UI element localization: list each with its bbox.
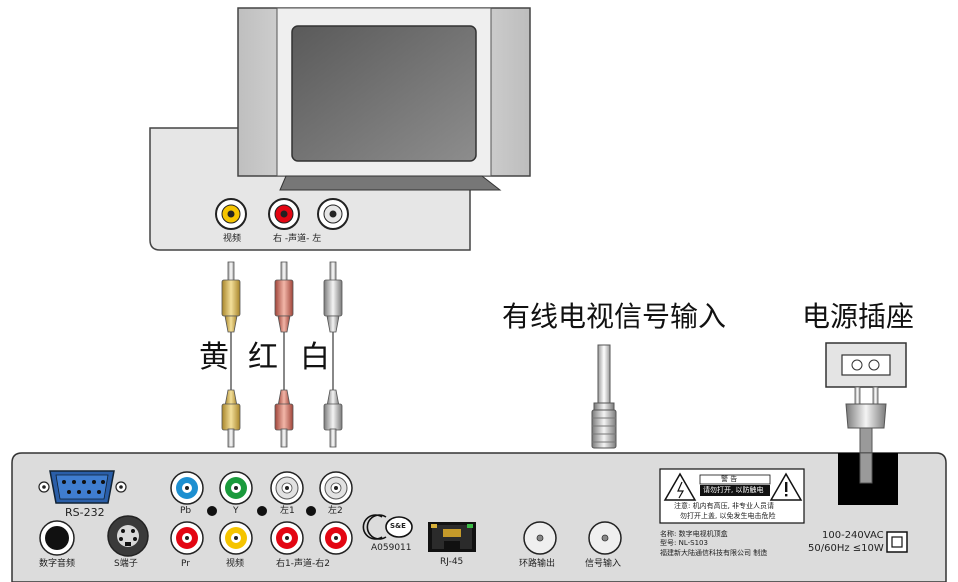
power-rating-voltage: 100-240VAC <box>822 530 884 541</box>
certification-logo-icon <box>362 514 413 540</box>
video-jack-icon <box>219 521 253 555</box>
tv-video-jack-icon <box>215 198 247 230</box>
rs232-label: RS-232 <box>65 506 105 519</box>
yellow-cable-label: 黄 <box>199 340 229 375</box>
manufacturer: 福建新大陆通信科技有限公司 制造 <box>660 549 768 557</box>
tv-set-icon <box>237 7 531 191</box>
audio-left1-jack-icon <box>270 471 304 505</box>
tv-audio-left-jack-icon <box>317 198 349 230</box>
cert-logo-text: S&E <box>390 522 406 530</box>
coax-cable-icon <box>591 344 617 449</box>
right-audio-label: 右1-声道-右2 <box>276 559 330 569</box>
red-rca-cable <box>274 261 294 448</box>
rj45-label: RJ-45 <box>440 557 464 567</box>
red-cable-label: 红 <box>248 340 278 375</box>
left1-label: 左1 <box>280 506 295 516</box>
digital-audio-label: 数字音频 <box>39 559 76 569</box>
product-name: 名称: 数字电视机顶盒 <box>660 530 728 538</box>
signal-in-label: 信号输入 <box>585 559 622 569</box>
warning-title: 警 告 <box>721 475 738 483</box>
product-model: 型号: NL-S103 <box>660 539 708 547</box>
tv-video-label: 视频 <box>223 234 242 244</box>
s-video-port-icon <box>107 515 149 557</box>
rj45-port-icon <box>428 522 476 552</box>
set-top-box-panel <box>11 452 947 582</box>
tv-audio-right-jack-icon <box>268 198 300 230</box>
warning-note-1: 注意: 机内有高压, 非专业人员请 <box>674 502 775 510</box>
loop-out-port-icon <box>523 521 557 555</box>
cable-tv-input-heading: 有线电视信号输入 <box>502 300 727 333</box>
signal-in-port-icon <box>588 521 622 555</box>
s-video-label: S端子 <box>114 559 138 569</box>
panel-dot-icons <box>207 506 316 516</box>
warning-label <box>659 468 805 524</box>
audio-right2-jack-icon <box>319 521 353 555</box>
y-jack-icon <box>219 471 253 505</box>
warning-inner: 请勿打开, 以防触电 <box>703 486 764 494</box>
left2-label: 左2 <box>328 506 343 516</box>
white-cable-label: 白 <box>300 340 330 375</box>
audio-right1-jack-icon <box>270 521 304 555</box>
pb-jack-icon <box>170 471 204 505</box>
pb-label: Pb <box>180 506 192 516</box>
power-socket-heading: 电源插座 <box>802 300 915 333</box>
cert-number: A059011 <box>371 543 412 553</box>
yellow-rca-cable <box>221 261 241 448</box>
tv-audio-label: 右 -声道- 左 <box>273 234 322 244</box>
video-label: 视频 <box>226 559 245 569</box>
digital-audio-port-icon <box>39 520 75 556</box>
y-label: Y <box>233 506 239 516</box>
loop-out-label: 环路输出 <box>519 559 556 569</box>
double-insulation-icon <box>886 531 908 553</box>
audio-left2-jack-icon <box>319 471 353 505</box>
pr-jack-icon <box>170 521 204 555</box>
rs232-port-icon <box>38 470 127 504</box>
power-rating-frequency: 50/60Hz ≤10W <box>808 543 884 554</box>
white-rca-cable <box>323 261 343 448</box>
pr-label: Pr <box>181 559 190 569</box>
wall-socket-icon <box>825 342 907 388</box>
warning-note-2: 勿打开上盖, 以免发生电击危险 <box>680 512 776 520</box>
